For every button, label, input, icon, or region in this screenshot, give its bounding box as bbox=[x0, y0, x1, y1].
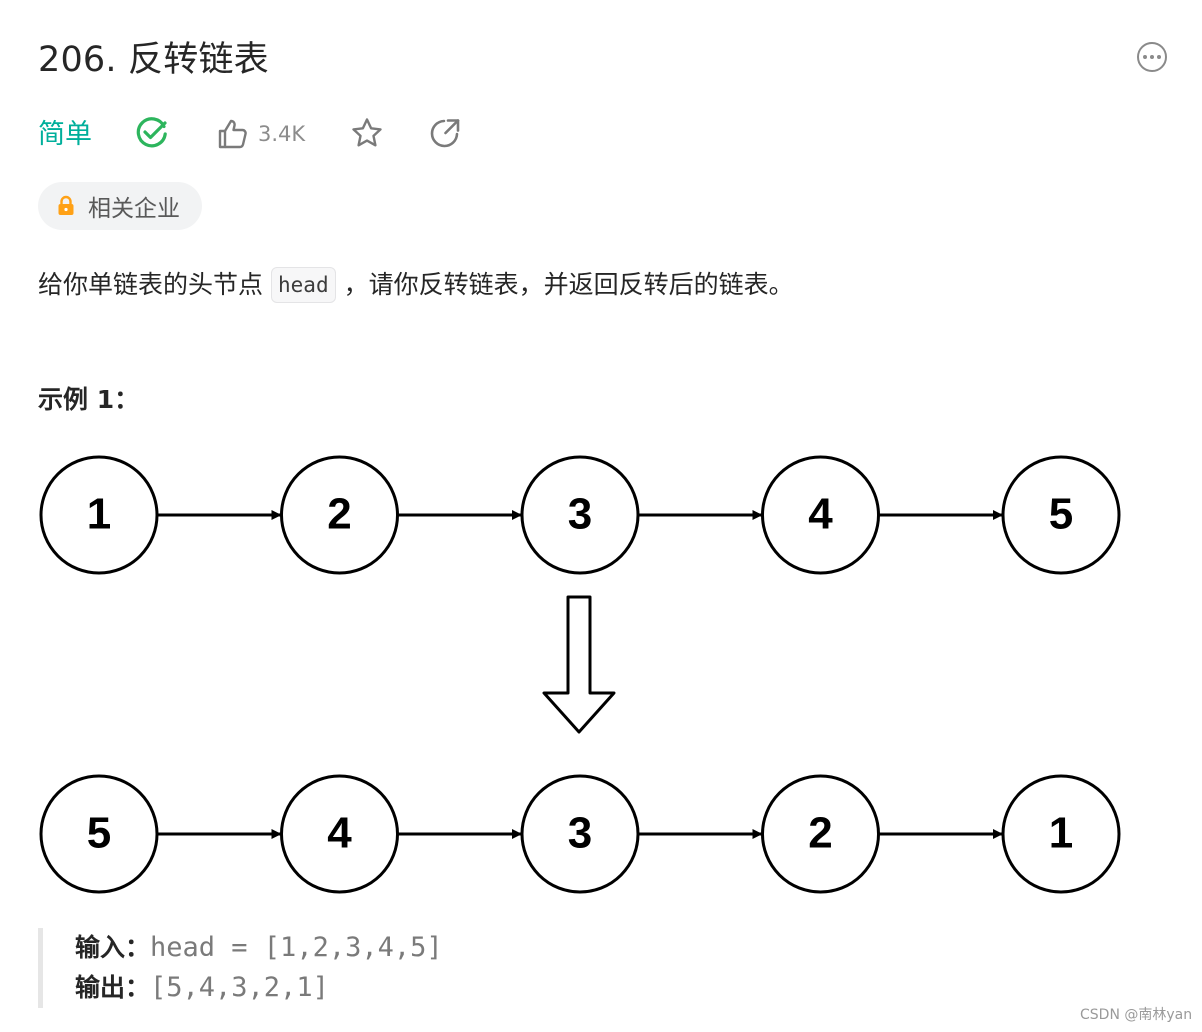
output-label: 输出： bbox=[75, 973, 151, 1002]
reversed-node-label-5: 1 bbox=[1049, 809, 1073, 858]
output-value: [5,4,3,2,1] bbox=[150, 972, 329, 1003]
share-icon[interactable] bbox=[428, 116, 462, 150]
original-node-label-2: 2 bbox=[327, 490, 351, 539]
thumbs-up-icon bbox=[218, 119, 247, 149]
like-count: 3.4K bbox=[258, 122, 306, 146]
reversed-node-5 bbox=[1001, 774, 1121, 894]
related-companies-label: 相关企业 bbox=[88, 196, 180, 222]
solved-check-icon bbox=[136, 117, 167, 148]
reversed-list: 5 4 3 2 1 bbox=[39, 774, 1121, 894]
csdn-watermark: CSDN @南林yan bbox=[1080, 1007, 1193, 1023]
original-node-label-4: 4 bbox=[808, 490, 833, 539]
description-text-start: 给你单链表的头节点 bbox=[38, 270, 264, 299]
more-options-icon[interactable] bbox=[1137, 42, 1167, 72]
original-node-label-5: 5 bbox=[1049, 490, 1073, 539]
original-node-label-1: 1 bbox=[87, 490, 111, 539]
reversed-node-label-2: 4 bbox=[327, 809, 352, 858]
example-input-line: 输入：head = [1,2,3,4,5] bbox=[75, 928, 638, 968]
difficulty-badge: 简单 bbox=[38, 119, 92, 150]
favorite-star-icon[interactable] bbox=[350, 116, 384, 150]
inline-code-head: head bbox=[271, 267, 336, 303]
linked-list-diagram: 1 2 3 4 5 5 4 3 2 1 bbox=[39, 455, 1121, 894]
input-value: head = [1,2,3,4,5] bbox=[150, 932, 443, 963]
example-io-block: 输入：head = [1,2,3,4,5] 输出：[5,4,3,2,1] bbox=[38, 928, 638, 1008]
reversed-node-label-4: 2 bbox=[808, 809, 832, 858]
reversed-node-label-3: 3 bbox=[568, 809, 592, 858]
problem-meta-bar: 简单 3.4K bbox=[38, 112, 538, 158]
original-node-5 bbox=[1001, 455, 1121, 575]
like-button[interactable]: 3.4K bbox=[216, 114, 305, 154]
reversed-node-label-1: 5 bbox=[87, 809, 111, 858]
example-output-line: 输出：[5,4,3,2,1] bbox=[75, 968, 638, 1008]
transform-down-arrow bbox=[542, 595, 616, 734]
original-node-label-3: 3 bbox=[568, 490, 592, 539]
lock-icon bbox=[58, 195, 74, 215]
description-text-end: ，请你反转链表，并返回反转后的链表。 bbox=[343, 270, 794, 299]
example-title: 示例 1： bbox=[38, 385, 140, 414]
input-label: 输入： bbox=[75, 933, 151, 962]
original-list: 1 2 3 4 5 bbox=[39, 455, 1121, 575]
problem-title: 206. 反转链表 bbox=[38, 40, 269, 80]
related-companies-tag[interactable]: 相关企业 bbox=[38, 182, 202, 230]
